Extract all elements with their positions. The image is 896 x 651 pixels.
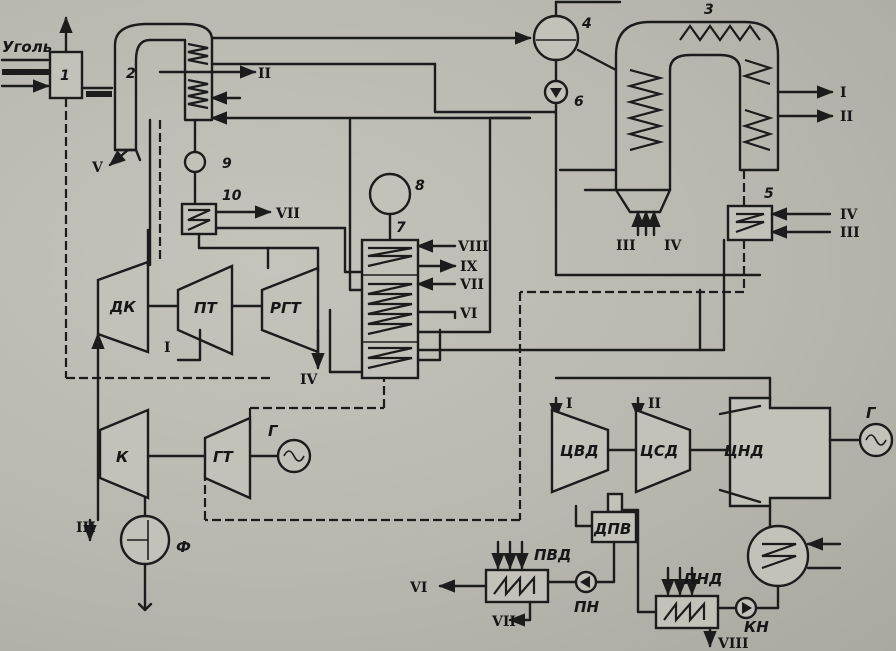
label-pnd: ПНД <box>684 570 722 588</box>
stream-viii-bottom: VIII <box>717 636 749 651</box>
label-gen-right: Г <box>866 404 877 422</box>
condenser <box>746 524 842 610</box>
label-kn: КН <box>744 618 769 636</box>
fuel-label: Уголь <box>2 38 52 56</box>
label-pn: ПН <box>574 598 600 616</box>
gasifier-1: 1 <box>48 16 114 100</box>
stream-iii-right: III <box>840 225 860 241</box>
number-4: 4 <box>581 16 592 32</box>
label-dpv: ДПВ <box>593 520 631 538</box>
stream-iii-left: III <box>76 520 96 536</box>
stream-ix: IX <box>460 259 478 275</box>
label-pvd: ПВД <box>534 546 571 564</box>
turbine-pt <box>176 264 234 356</box>
stream-i-left: I <box>164 340 171 356</box>
unit-8: 8 <box>368 172 425 216</box>
label-dk: ДК <box>109 298 136 316</box>
coal-feed: Уголь <box>0 38 52 93</box>
number-6: 6 <box>574 94 584 110</box>
cylinder-cvd <box>550 408 610 494</box>
turbine-gt <box>203 416 252 500</box>
stream-viii-top: VIII <box>457 239 489 255</box>
number-7: 7 <box>396 220 406 236</box>
number-2: 2 <box>126 66 136 82</box>
stream-iv-right: IV <box>840 207 859 223</box>
number-9: 9 <box>222 156 232 172</box>
heater-pvd: ПВД VI VII <box>409 540 571 630</box>
boiler-3: 3 I II III IV <box>614 2 853 254</box>
heat-exchanger-5: 5 IV III <box>203 170 860 522</box>
label-k: К <box>116 448 129 466</box>
label-f: Ф <box>176 538 191 556</box>
stream-iv-mid: IV <box>664 238 683 254</box>
tilde-icon <box>283 450 305 462</box>
pump-pn: ПН <box>546 570 600 616</box>
stream-i-turbine: I <box>566 396 573 412</box>
cylinder-cnd <box>728 396 832 508</box>
number-1: 1 <box>60 68 70 84</box>
stream-ii-right: II <box>840 109 853 125</box>
heat-exchanger-7: 7 VIII IX VII VI <box>328 116 492 380</box>
stream-vii-bottom: VII <box>491 614 516 630</box>
stream-iv-left: IV <box>300 372 319 388</box>
stream-vi-mid: VI <box>459 306 477 322</box>
tilde-icon <box>865 434 887 446</box>
stream-i-right: I <box>840 85 847 101</box>
number-3: 3 <box>704 2 714 18</box>
turbine-group-bottom: К ГТ Г III <box>76 332 312 542</box>
unit-10: 10 VII <box>180 188 347 274</box>
number-5: 5 <box>764 186 774 202</box>
label-gen-left: Г <box>268 422 279 440</box>
stream-v: V <box>91 160 104 176</box>
drum-4: 4 <box>532 0 622 82</box>
label-cvd: ЦВД <box>560 442 599 460</box>
number-8: 8 <box>415 178 425 194</box>
label-csd: ЦСД <box>640 442 678 460</box>
number-10: 10 <box>222 188 242 204</box>
compressor-dk <box>96 260 150 354</box>
cylinder-csd <box>634 408 692 494</box>
label-gt: ГТ <box>213 448 235 466</box>
boiler-2: 2 V <box>91 22 214 267</box>
pump-kn: КН <box>716 596 780 636</box>
steam-turbine: I II ЦВД ЦСД ЦНД Г <box>549 376 894 530</box>
label-cnd: ЦНД <box>724 442 764 460</box>
stream-iii-mid: III <box>616 238 636 254</box>
compressor-k <box>98 408 150 500</box>
label-rgt: РГТ <box>270 299 303 317</box>
stream-ii-turbine: II <box>648 396 661 412</box>
stream-vii-top: VII <box>275 206 300 222</box>
pump-6: 6 <box>543 79 762 277</box>
unit-9: 9 <box>183 118 232 206</box>
deaerator-dpv: ДПВ <box>574 492 638 584</box>
stream-vii-mid: VII <box>459 277 484 293</box>
filter-f: Ф <box>119 496 191 612</box>
turbine-group-top: ДК ПТ РГТ I IV <box>64 98 386 430</box>
stream-vi-bottom: VI <box>409 580 427 596</box>
label-pt: ПТ <box>194 299 219 317</box>
heater-pnd: ПНД VIII <box>622 508 749 651</box>
stream-ii-left: II <box>258 66 271 82</box>
